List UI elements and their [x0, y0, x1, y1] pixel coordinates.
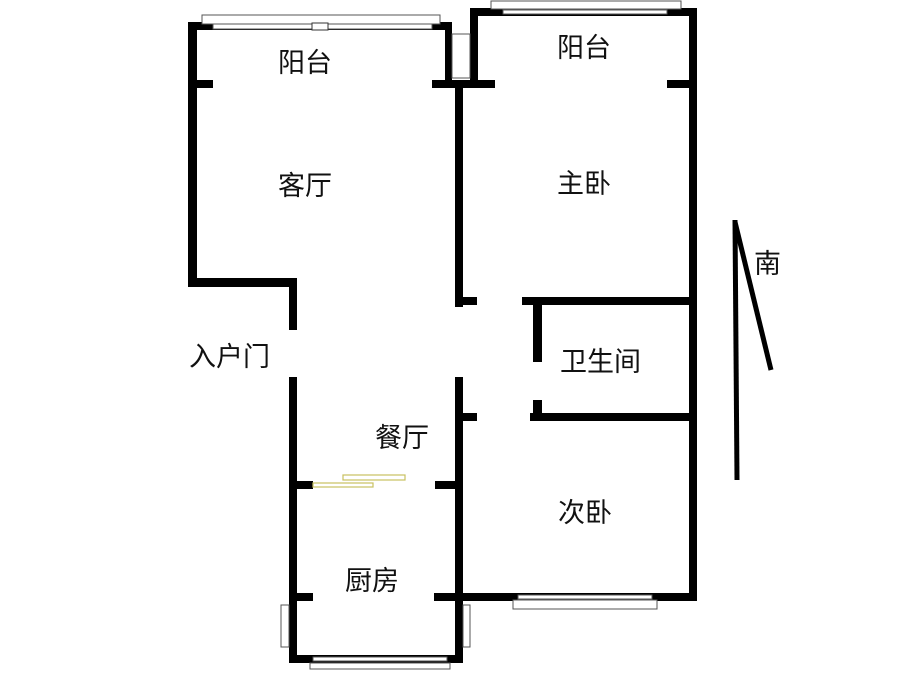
room-label-living-room: 客厅 — [278, 171, 332, 202]
wall — [533, 297, 542, 362]
wall — [455, 377, 463, 600]
room-label-dining-room: 餐厅 — [375, 423, 429, 454]
wall — [470, 8, 478, 88]
window — [517, 594, 653, 600]
window — [309, 662, 451, 670]
room-label-kitchen: 厨房 — [345, 566, 399, 597]
wall — [188, 22, 197, 287]
wall — [455, 600, 463, 663]
compass-direction-label: 南 — [754, 249, 781, 280]
wall — [667, 80, 697, 88]
window — [502, 9, 668, 15]
room-labels: 阳台 阳台 客厅 主卧 卫生间 入户门 餐厅 次卧 厨房 — [189, 33, 641, 597]
wall — [432, 80, 495, 88]
room-label-entrance-door: 入户门 — [189, 342, 270, 373]
compass-line — [732, 219, 740, 481]
wall — [445, 22, 452, 88]
wall — [434, 593, 463, 601]
room-label-second-bedroom: 次卧 — [558, 498, 612, 529]
window — [512, 599, 658, 610]
wall — [522, 297, 697, 305]
wall — [289, 278, 297, 330]
wall — [533, 400, 542, 421]
room-label-balcony-left: 阳台 — [278, 48, 332, 79]
compass: 南 — [732, 219, 781, 481]
wall — [455, 297, 477, 305]
wall — [435, 481, 455, 489]
sliding-door — [312, 474, 406, 488]
wall — [455, 88, 463, 307]
window — [280, 604, 290, 648]
wall — [455, 413, 477, 421]
window-post — [311, 22, 329, 31]
window — [451, 33, 471, 79]
wall — [297, 593, 313, 601]
wall — [530, 413, 697, 421]
walls — [188, 8, 697, 663]
room-label-balcony-right: 阳台 — [557, 33, 611, 64]
compass-arrow-icon — [732, 221, 774, 371]
wall — [297, 481, 313, 489]
wall — [188, 80, 213, 88]
wall — [289, 377, 297, 663]
window — [312, 656, 448, 662]
window — [462, 604, 471, 648]
window — [490, 0, 682, 10]
room-label-master-bedroom: 主卧 — [557, 169, 611, 200]
windows — [201, 0, 682, 670]
room-label-bathroom: 卫生间 — [560, 347, 641, 378]
wall — [188, 278, 297, 287]
